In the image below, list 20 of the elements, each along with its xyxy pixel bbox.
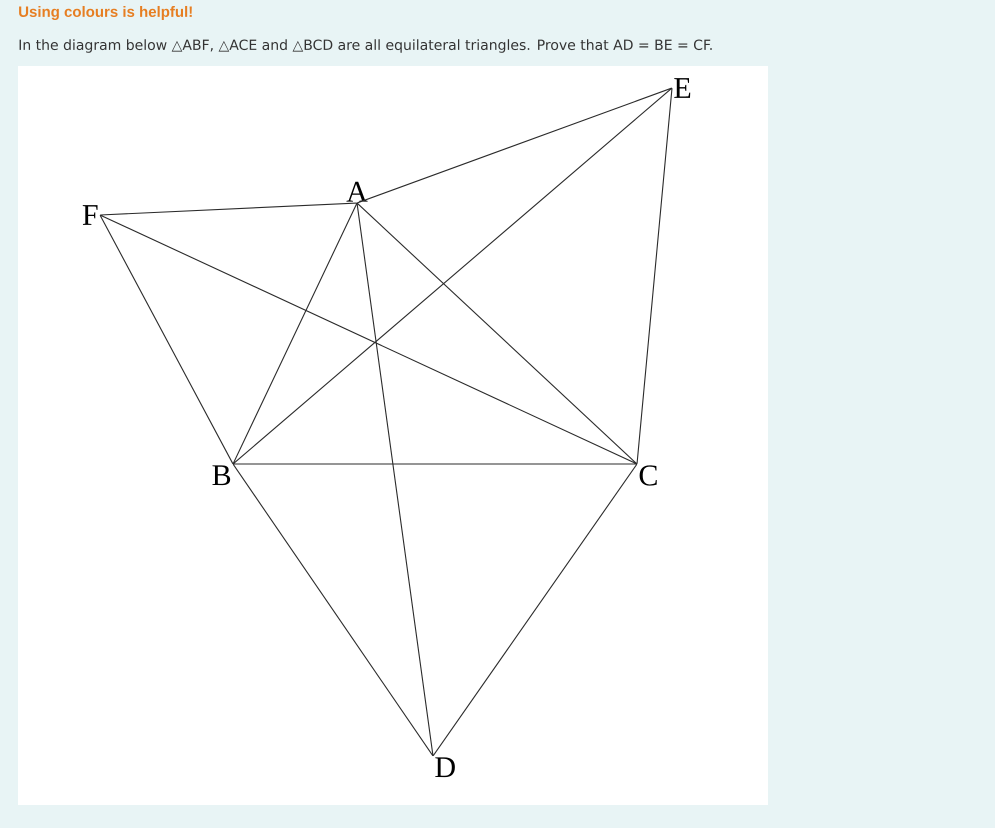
vertex-label: F	[82, 205, 98, 225]
vertex-label: A	[346, 182, 368, 202]
title: Using colours is helpful!	[19, 6, 192, 20]
question-text: In the diagram below △ABF, △ACE and △BCD are all equilateral triangles. Prove that AD = BE = CF.	[20, 39, 712, 53]
vertex-label: D	[435, 757, 455, 778]
vertex-label: E	[674, 78, 690, 98]
vertex-label: B	[212, 465, 230, 486]
line-segment	[432, 464, 638, 756]
line-segment	[356, 203, 434, 756]
line-segment	[232, 88, 672, 464]
vertex-label: C	[640, 465, 657, 486]
line-segment	[232, 464, 434, 756]
line-segment	[100, 214, 638, 464]
line-segment	[356, 202, 638, 464]
line-segment	[100, 214, 234, 464]
line-segment	[233, 463, 637, 465]
line-segment	[100, 202, 357, 216]
line-segment	[357, 88, 672, 204]
line-segment	[636, 88, 673, 464]
line-segment	[232, 202, 358, 464]
